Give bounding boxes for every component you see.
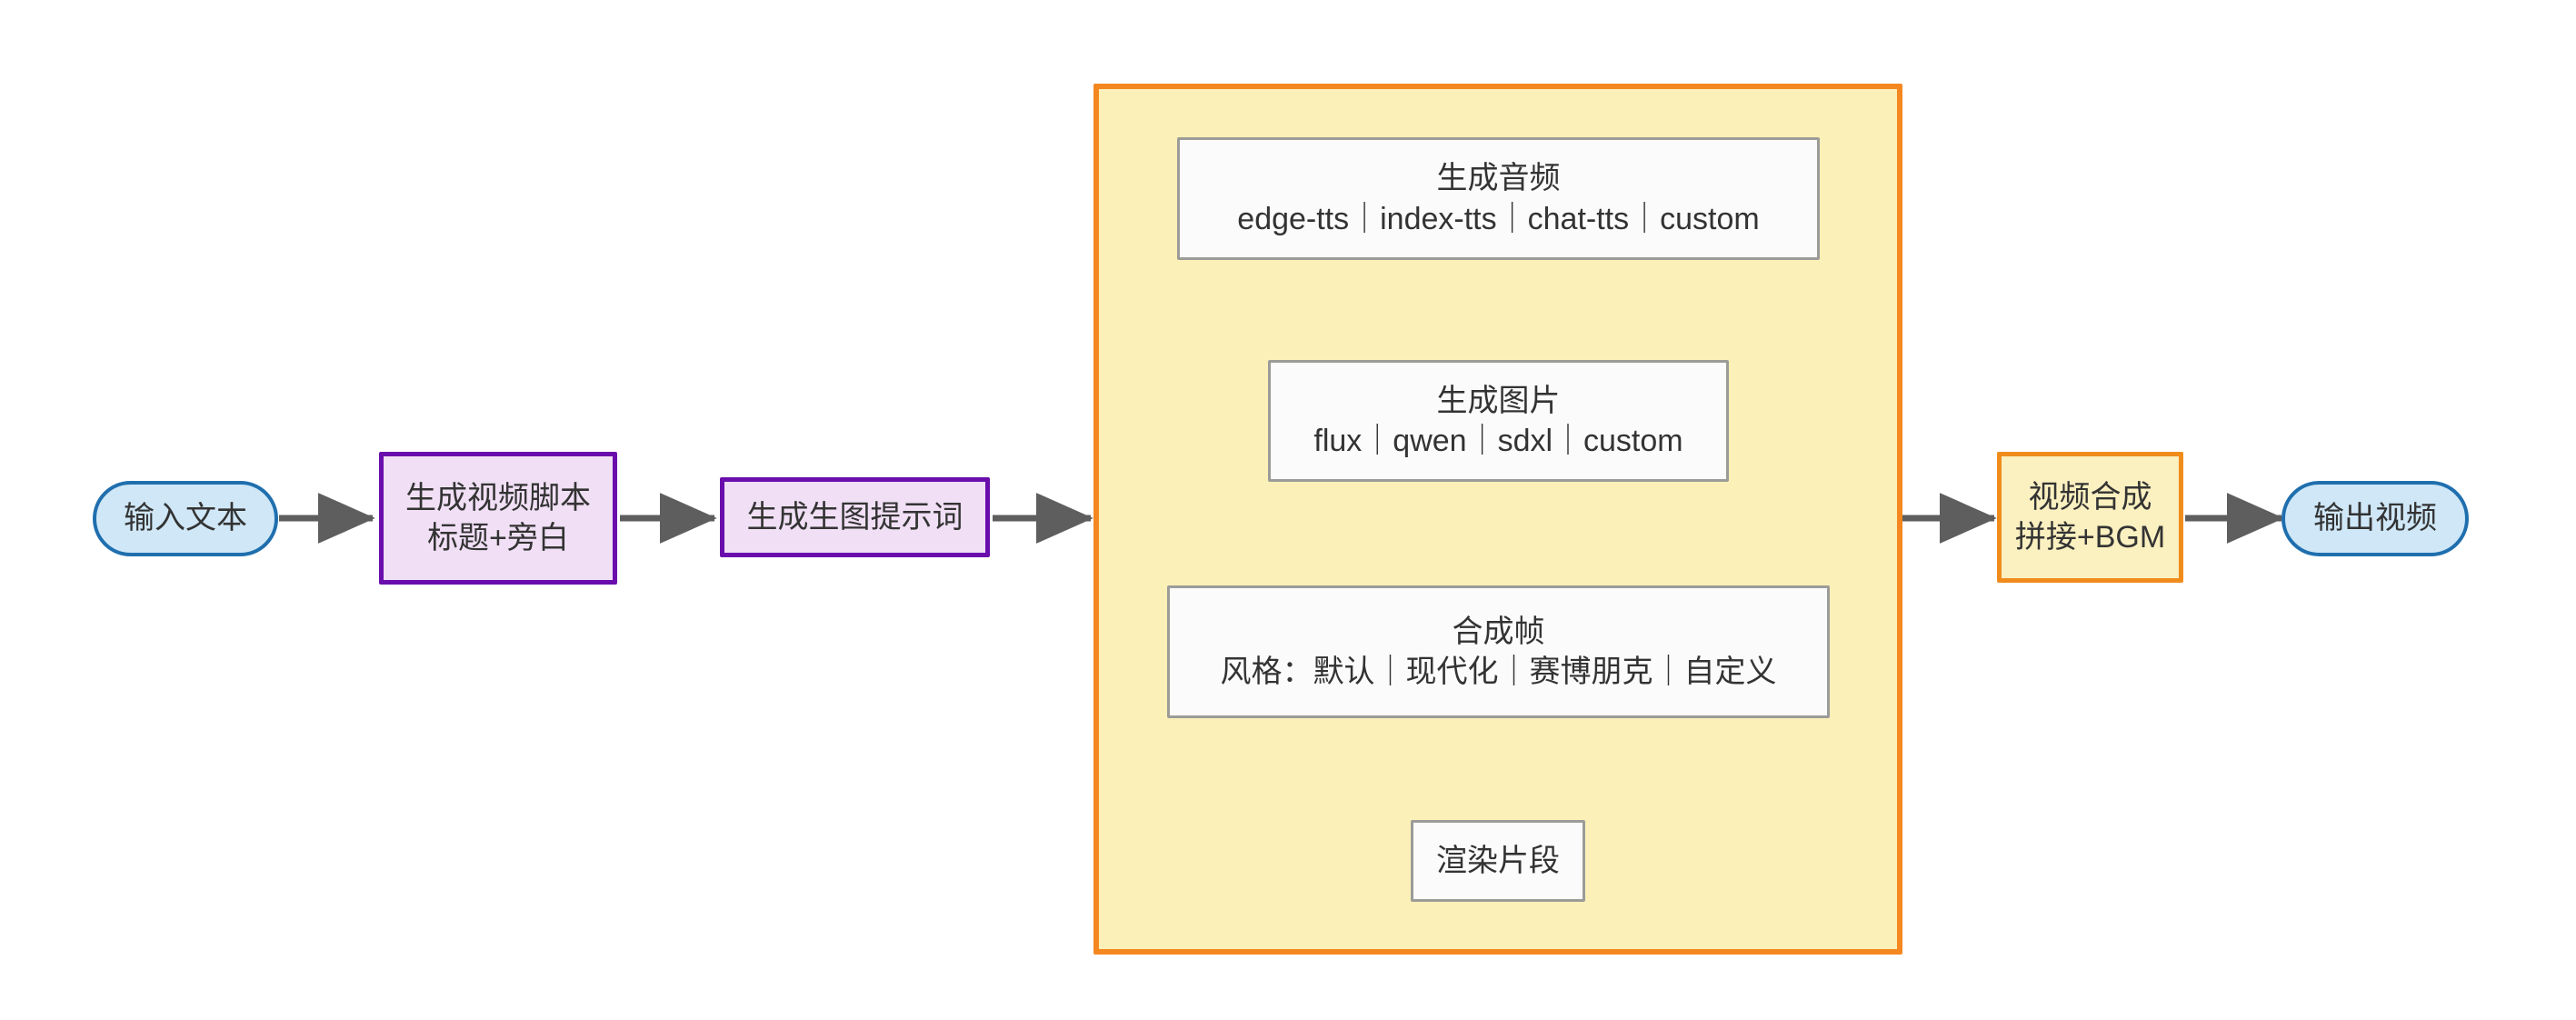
node-generate-prompt[interactable]: 生成生图提示词: [720, 477, 990, 557]
node-generate-image[interactable]: 生成图片 flux｜qwen｜sdxl｜custom: [1268, 360, 1729, 482]
node-compose-frame-options: 风格：默认｜现代化｜赛博朋克｜自定义: [1220, 655, 1777, 689]
node-input-text[interactable]: 输入文本: [93, 481, 278, 556]
node-output-video[interactable]: 输出视频: [2281, 481, 2469, 556]
node-render-clip[interactable]: 渲染片段: [1411, 820, 1585, 902]
node-generate-script-label: 生成视频脚本: [405, 480, 591, 515]
node-video-compose[interactable]: 视频合成 拼接+BGM: [1997, 452, 2183, 583]
node-generate-audio[interactable]: 生成音频 edge-tts｜index-tts｜chat-tts｜custom: [1177, 137, 1820, 260]
node-generate-script[interactable]: 生成视频脚本 标题+旁白: [379, 452, 617, 585]
node-video-compose-label: 视频合成: [2028, 479, 2152, 515]
node-generate-image-label: 生成图片: [1436, 383, 1561, 418]
node-input-text-label: 输入文本: [124, 501, 247, 536]
node-generate-image-options: flux｜qwen｜sdxl｜custom: [1313, 424, 1683, 458]
node-generate-prompt-label: 生成生图提示词: [746, 499, 964, 535]
node-compose-frame[interactable]: 合成帧 风格：默认｜现代化｜赛博朋克｜自定义: [1167, 585, 1830, 718]
node-generate-script-sublabel: 标题+旁白: [427, 521, 569, 555]
node-compose-frame-label: 合成帧: [1452, 614, 1545, 649]
node-render-clip-label: 渲染片段: [1436, 843, 1560, 878]
node-output-video-label: 输出视频: [2313, 501, 2437, 536]
node-video-compose-sublabel: 拼接+BGM: [2014, 520, 2166, 555]
node-generate-audio-label: 生成音频: [1436, 161, 1561, 196]
node-generate-audio-options: edge-tts｜index-tts｜chat-tts｜custom: [1237, 201, 1760, 236]
